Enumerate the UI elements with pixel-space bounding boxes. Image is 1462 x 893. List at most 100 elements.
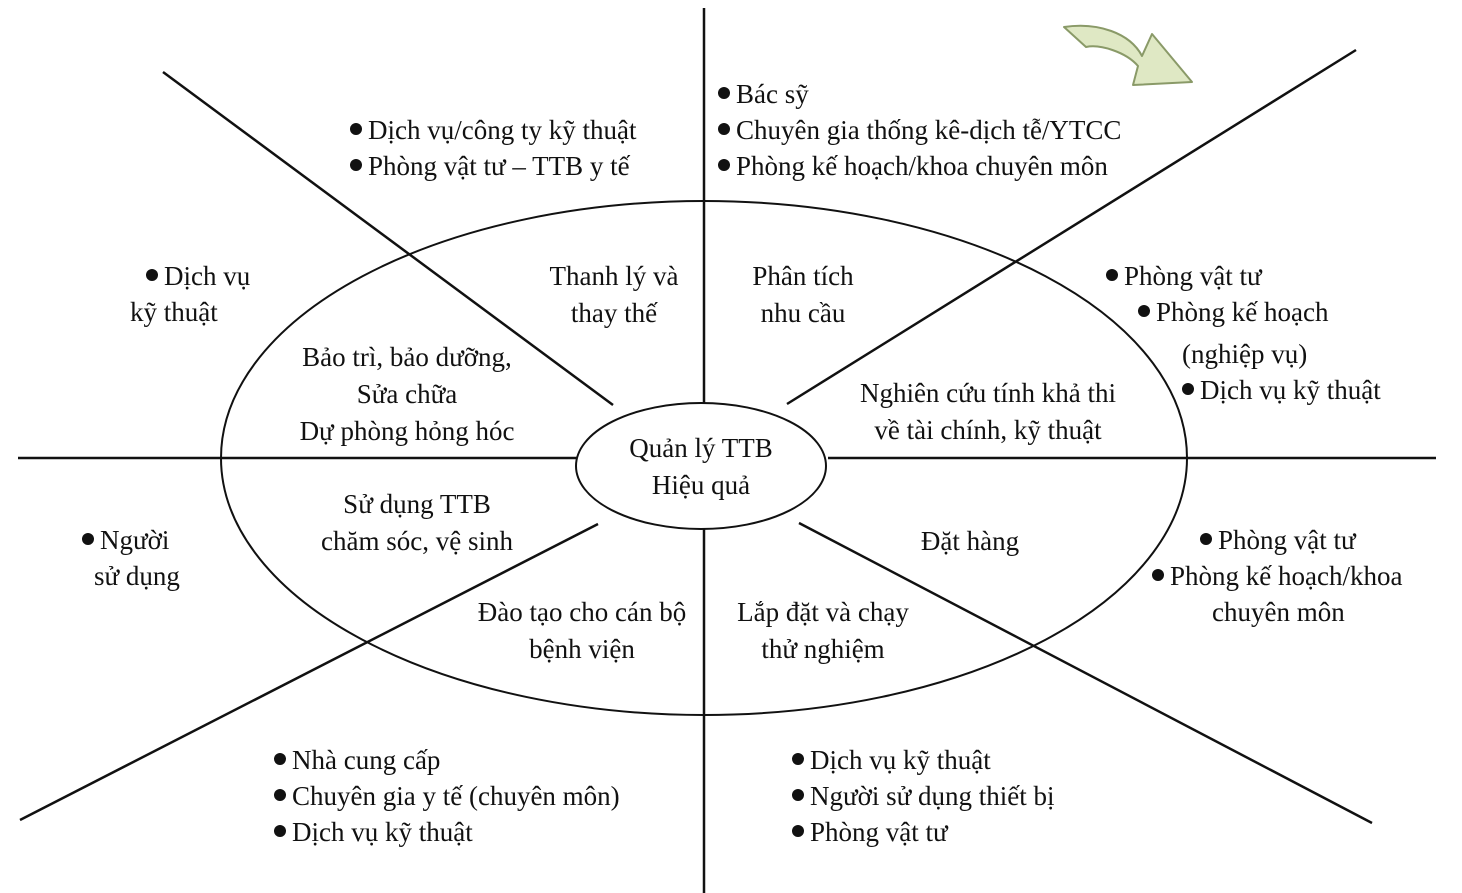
bullet-icon <box>1138 305 1150 317</box>
list-item-continuation: (nghiệp vụ) <box>1182 339 1308 369</box>
center-line1: Quản lý TTB <box>629 433 773 463</box>
stage-bao-tri: Bảo trì, bảo dưỡng, Sửa chữa Dự phòng hỏ… <box>262 339 552 450</box>
stage-su-dung-line1: Sử dụng TTB <box>343 489 491 519</box>
center-ellipse <box>575 402 827 530</box>
stage-phan-tich-line1: Phân tích <box>752 261 854 291</box>
bullet-icon <box>1152 569 1164 581</box>
stage-dat-hang-line1: Đặt hàng <box>920 526 1020 556</box>
list-item-continuation: chuyên môn <box>1212 597 1345 627</box>
list-item: Phòng vật tư <box>792 814 1055 850</box>
list-item: Người sử dụng thiết bị <box>792 778 1055 814</box>
actor-label: Dịch vụ kỹ thuật <box>810 745 991 775</box>
bullet-icon <box>1182 383 1194 395</box>
bullet-icon <box>718 123 730 135</box>
divider-diagonal-bottom-left <box>19 522 599 822</box>
stage-lap-dat-line1: Lắp đặt và chạy <box>737 597 909 627</box>
bullet-icon <box>274 789 286 801</box>
center-line2: Hiệu quả <box>651 470 751 500</box>
stage-thanh-ly: Thanh lý và thay thế <box>524 258 704 332</box>
actors-right-lower: Phòng vật tư Phòng kế hoạch/khoa chuyên … <box>1152 522 1442 630</box>
stage-dao-tao-line1: Đào tạo cho cán bộ <box>477 597 687 627</box>
bullet-icon <box>718 87 730 99</box>
actors-left-upper: Dịch vụ kỹ thuật <box>130 258 290 330</box>
actors-right-upper: Phòng vật tư Phòng kế hoạch (nghiệp vụ) … <box>1106 258 1446 408</box>
list-item: Dịch vụ kỹ thuật <box>274 814 620 850</box>
actor-label: Phòng vật tư <box>810 817 948 847</box>
stage-lap-dat-line2: thử nghiệm <box>761 634 885 664</box>
stage-bao-tri-line1: Bảo trì, bảo dưỡng, <box>302 342 512 372</box>
list-item-continuation: sử dụng <box>94 561 180 591</box>
stage-su-dung-line2: chăm sóc, vệ sinh <box>321 526 513 556</box>
bullet-icon <box>274 825 286 837</box>
actor-label: Người sử dụng thiết bị <box>810 781 1055 811</box>
actor-label: Dịch vụ kỹ thuật <box>1200 375 1381 405</box>
actor-label: Dịch vụ/công ty kỹ thuật <box>368 115 637 145</box>
actor-label: Phòng kế hoạch/khoa chuyên môn <box>736 151 1108 181</box>
actor-label: Phòng kế hoạch/khoa <box>1170 561 1403 591</box>
stage-phan-tich-line2: nhu cầu <box>760 298 846 328</box>
bullet-icon <box>1106 269 1118 281</box>
actor-label: Chuyên gia y tế (chuyên môn) <box>292 781 620 811</box>
list-item: Dịch vụ kỹ thuật <box>792 742 1055 778</box>
list-item-continuation: kỹ thuật <box>130 297 218 327</box>
divider-diagonal-bottom-right <box>798 521 1373 825</box>
actor-label: Bác sỹ <box>736 79 809 109</box>
actor-label: Phòng vật tư <box>1218 525 1356 555</box>
list-item: Phòng vật tư <box>1152 522 1442 558</box>
stage-bao-tri-line2: Sửa chữa <box>356 379 458 409</box>
bullet-icon <box>350 123 362 135</box>
list-item: Dịch vụ kỹ thuật <box>1106 372 1446 408</box>
actors-top-right: Bác sỹ Chuyên gia thống kê-dịch tễ/YTCC … <box>718 76 1121 184</box>
list-item: Dịch vụ <box>130 258 290 294</box>
stage-thanh-ly-line1: Thanh lý và <box>549 261 679 291</box>
stage-thanh-ly-line2: thay thế <box>570 298 658 328</box>
actor-label: Dịch vụ kỹ thuật <box>292 817 473 847</box>
stage-nghien-cuu-line2: về tài chính, kỹ thuật <box>874 415 1102 445</box>
stage-nghien-cuu-line1: Nghiên cứu tính khả thi <box>859 378 1117 408</box>
bullet-icon <box>1200 533 1212 545</box>
list-item: Phòng vật tư – TTB y tế <box>350 148 636 184</box>
bullet-icon <box>718 159 730 171</box>
list-item: Phòng kế hoạch <box>1106 294 1446 330</box>
list-item: Chuyên gia thống kê-dịch tễ/YTCC <box>718 112 1121 148</box>
stage-su-dung: Sử dụng TTB chăm sóc, vệ sinh <box>292 486 542 560</box>
actor-label: Người <box>100 525 170 555</box>
actor-label: Nhà cung cấp <box>292 745 441 775</box>
stage-dat-hang: Đặt hàng <box>885 523 1055 560</box>
actors-bottom-left: Nhà cung cấp Chuyên gia y tế (chuyên môn… <box>274 742 620 850</box>
actor-label: Dịch vụ <box>164 261 251 291</box>
bullet-icon <box>274 753 286 765</box>
actor-label: Chuyên gia thống kê-dịch tễ/YTCC <box>736 115 1122 145</box>
actor-label: Phòng vật tư – TTB y tế <box>368 151 630 181</box>
divider-diagonal-top-left <box>162 70 614 407</box>
outer-ellipse <box>220 200 1188 716</box>
list-item: Phòng kế hoạch/khoa <box>1152 558 1442 594</box>
stage-nghien-cuu: Nghiên cứu tính khả thi về tài chính, kỹ… <box>838 375 1138 449</box>
list-item: Phòng kế hoạch/khoa chuyên môn <box>718 148 1121 184</box>
list-item: Dịch vụ/công ty kỹ thuật <box>350 112 636 148</box>
list-item: Nhà cung cấp <box>274 742 620 778</box>
bullet-icon <box>792 789 804 801</box>
actors-left-lower: Người sử dụng <box>82 522 222 594</box>
actor-label: Phòng kế hoạch <box>1156 297 1329 327</box>
curved-arrow-icon <box>1063 24 1193 86</box>
stage-dao-tao-line2: bệnh viện <box>529 634 635 664</box>
bullet-icon <box>82 533 94 545</box>
list-item: Bác sỹ <box>718 76 1121 112</box>
stage-dao-tao: Đào tạo cho cán bộ bệnh viện <box>457 594 707 668</box>
stage-lap-dat: Lắp đặt và chạy thử nghiệm <box>713 594 933 668</box>
stage-phan-tich: Phân tích nhu cầu <box>718 258 888 332</box>
actor-label: Phòng vật tư <box>1124 261 1262 291</box>
list-item: Chuyên gia y tế (chuyên môn) <box>274 778 620 814</box>
stage-bao-tri-line3: Dự phòng hỏng hóc <box>299 416 515 446</box>
bullet-icon <box>792 825 804 837</box>
bullet-icon <box>792 753 804 765</box>
bullet-icon <box>350 159 362 171</box>
list-item: Người <box>82 522 222 558</box>
actors-bottom-right: Dịch vụ kỹ thuật Người sử dụng thiết bị … <box>792 742 1055 850</box>
actors-top-left: Dịch vụ/công ty kỹ thuật Phòng vật tư – … <box>350 112 636 184</box>
list-item: Phòng vật tư <box>1106 258 1446 294</box>
bullet-icon <box>146 269 158 281</box>
center-label: Quản lý TTB Hiệu quả <box>601 430 801 504</box>
